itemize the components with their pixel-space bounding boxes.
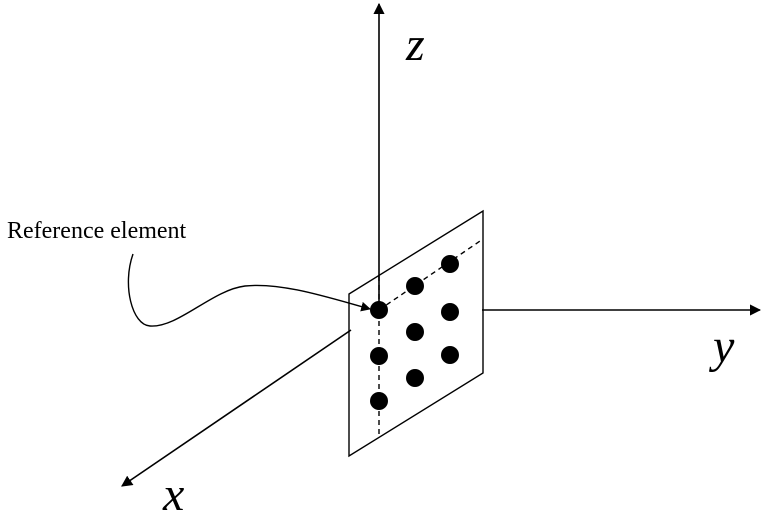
- x-axis-line: [121, 329, 352, 487]
- z-axis: z: [373, 2, 425, 310]
- x-axis-label: x: [162, 468, 184, 521]
- array-element: [441, 303, 459, 321]
- reference-annotation: Reference element: [7, 218, 371, 327]
- y-axis-dashed-segment: [378, 238, 484, 311]
- z-axis-label: z: [405, 18, 425, 71]
- x-axis: x: [121, 329, 352, 521]
- y-axis: y: [482, 304, 762, 373]
- array-element: [441, 255, 459, 273]
- array-element: [370, 347, 388, 365]
- array-element: [406, 369, 424, 387]
- array-plane: [348, 209, 484, 458]
- reference-pointer-curve: [127, 253, 371, 327]
- array-element: [370, 392, 388, 410]
- reference-array-element: [370, 301, 388, 319]
- array-element: [406, 323, 424, 341]
- planar-array: [348, 209, 484, 458]
- y-axis-label: y: [708, 320, 735, 373]
- array-element: [406, 277, 424, 295]
- reference-element-label: Reference element: [7, 218, 187, 244]
- array-element: [441, 346, 459, 364]
